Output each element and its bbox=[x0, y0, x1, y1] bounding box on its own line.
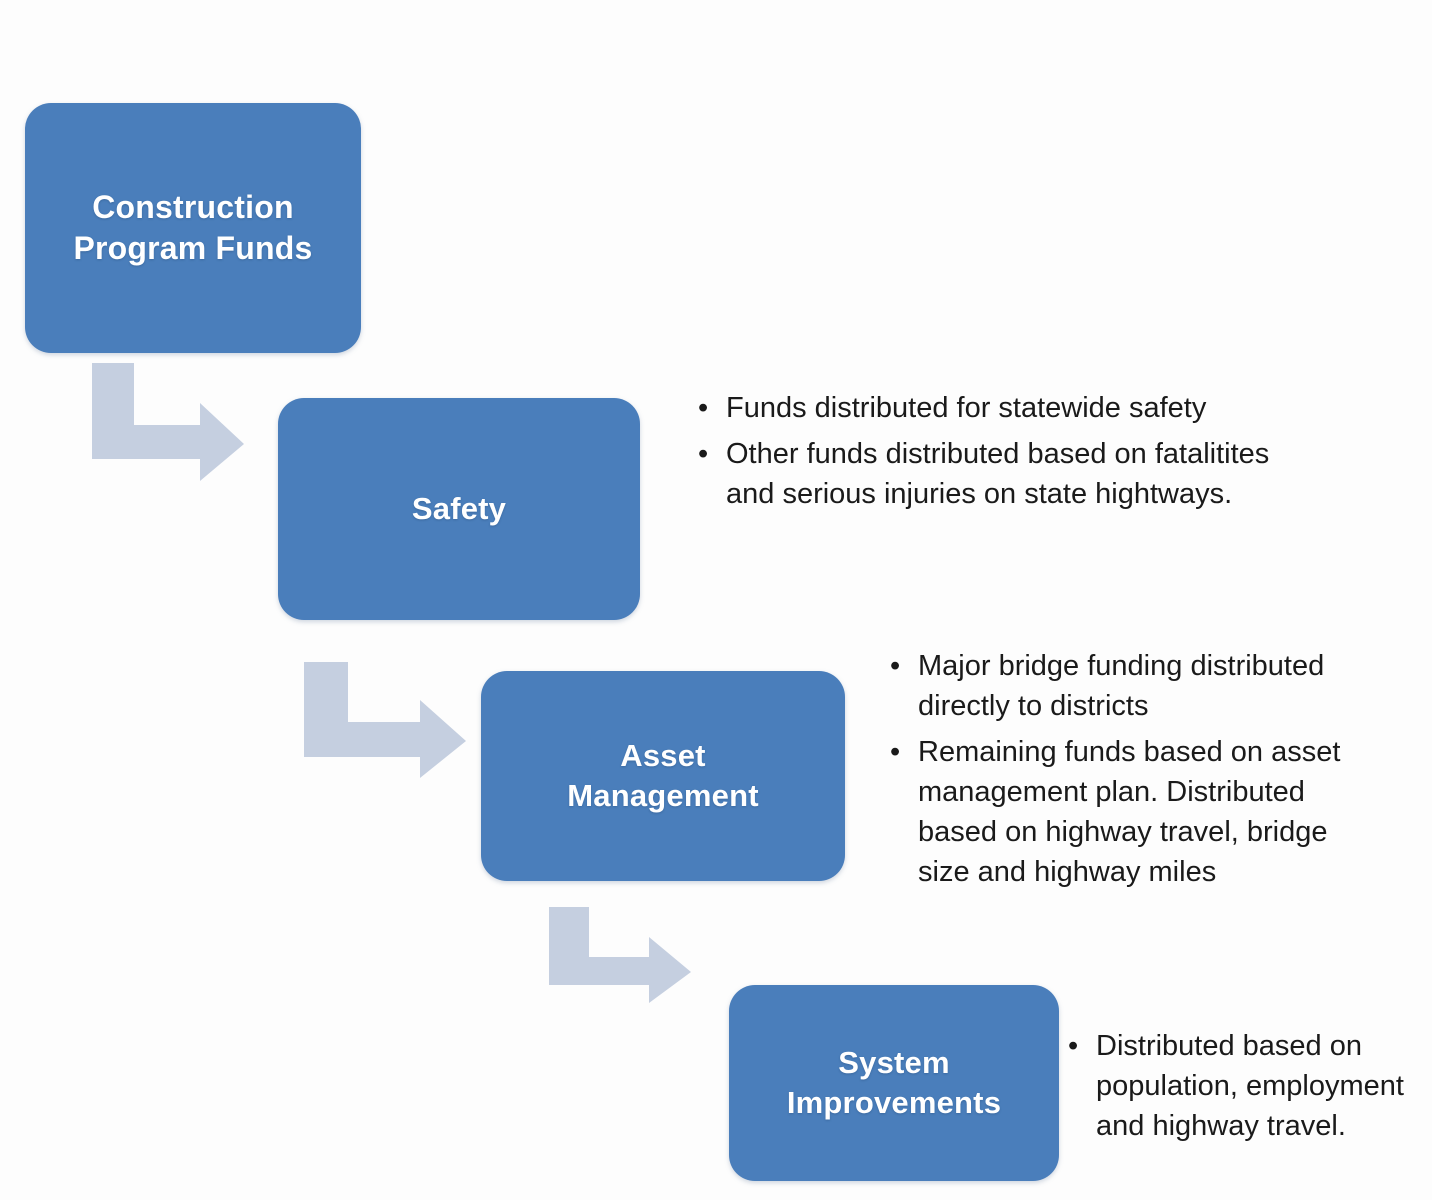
list-item: • Major bridge funding distributed direc… bbox=[888, 646, 1368, 726]
node-construction-program-funds[interactable]: Construction Program Funds bbox=[25, 103, 361, 353]
elbow-arrow-icon-safety-to-asset-management bbox=[304, 662, 466, 778]
bullet-icon: • bbox=[698, 438, 709, 470]
elbow-arrow-icon-asset-management-to-system-improvements bbox=[549, 907, 691, 1003]
annotation-list-system-improvements: • Distributed based on population, emplo… bbox=[1066, 1026, 1406, 1146]
list-item: • Remaining funds based on asset managem… bbox=[888, 732, 1368, 892]
bullet-icon: • bbox=[890, 736, 901, 768]
annotation-text: Major bridge funding distributed directl… bbox=[918, 650, 1325, 722]
annotation-list-asset-management: • Major bridge funding distributed direc… bbox=[888, 646, 1368, 892]
node-safety[interactable]: Safety bbox=[278, 398, 640, 620]
node-asset-management-label: Asset Management bbox=[567, 738, 759, 813]
annotation-text: Remaining funds based on asset managemen… bbox=[918, 736, 1341, 888]
list-item: • Funds distributed for statewide safety bbox=[696, 388, 1286, 428]
elbow-arrow-icon-construction-to-safety bbox=[92, 363, 244, 481]
annotation-text: Funds distributed for statewide safety bbox=[726, 392, 1207, 424]
annotation-list-safety: • Funds distributed for statewide safety… bbox=[696, 388, 1286, 514]
bullet-icon: • bbox=[1068, 1030, 1079, 1062]
bullet-icon: • bbox=[890, 650, 901, 682]
node-system-improvements-label: System Improvements bbox=[786, 1045, 1002, 1120]
annotation-text: Other funds distributed based on fatalit… bbox=[726, 438, 1270, 510]
node-asset-management[interactable]: Asset Management bbox=[481, 671, 845, 881]
bullet-icon: • bbox=[698, 392, 709, 424]
list-item: • Distributed based on population, emplo… bbox=[1066, 1026, 1406, 1146]
list-item: • Other funds distributed based on fatal… bbox=[696, 434, 1286, 514]
node-safety-label: Safety bbox=[411, 491, 507, 527]
node-system-improvements[interactable]: System Improvements bbox=[729, 985, 1059, 1181]
annotation-text: Distributed based on population, employm… bbox=[1096, 1030, 1404, 1142]
node-construction-program-funds-label: Construction Program Funds bbox=[73, 189, 313, 266]
